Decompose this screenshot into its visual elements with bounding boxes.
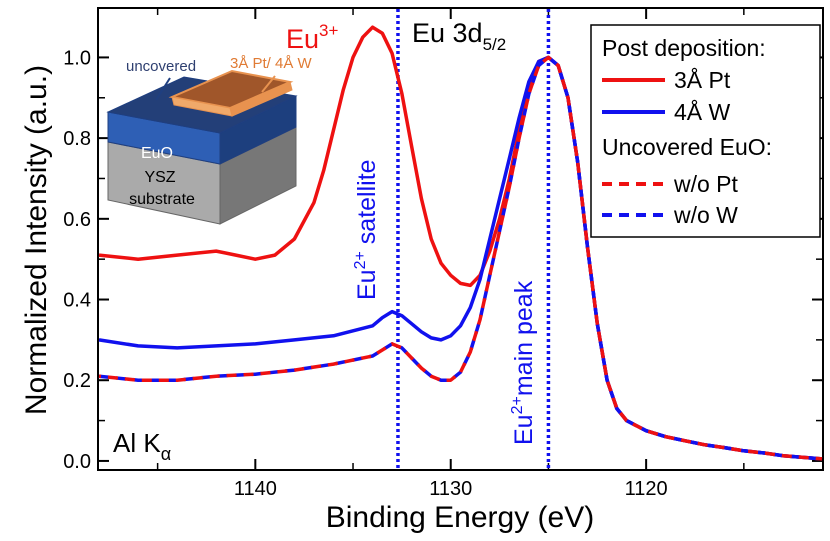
legend-label-4a-w: 4Å W	[674, 98, 731, 125]
legend-label-wo-pt: w/o Pt	[673, 171, 739, 197]
y-axis-label: Normalized Intensity (a.u.)	[20, 65, 53, 415]
y-tick-label: 1.0	[63, 47, 91, 69]
legend-header-post: Post deposition:	[602, 35, 766, 61]
plot-frame	[97, 7, 824, 471]
inset-euo-label: EuO	[141, 145, 173, 162]
legend-box	[590, 24, 821, 238]
inset-capping-label: 3Å Pt/ 4Å W	[230, 55, 313, 72]
x-tick-label: 1140	[234, 478, 277, 500]
inset-ysz-label: YSZ	[144, 169, 175, 186]
x-axis-label: Binding Energy (eV)	[326, 501, 594, 534]
series-wo-pt	[98, 55, 823, 461]
inset-substrate-label: substrate	[129, 191, 195, 208]
y-tick-label: 0.6	[63, 209, 91, 231]
eu3-label: Eu3+	[286, 21, 338, 54]
legend-label-wo-w: w/o W	[673, 202, 738, 228]
eu2-main-peak-label: Eu2+main peak	[509, 280, 538, 445]
axis-ticks: 1140 1130 1120 0.0 0.2 0.4 0.6 0.8 1.0	[63, 9, 822, 500]
legend-label-3a-pt: 3Å Pt	[674, 66, 731, 93]
sample-schematic-inset: uncovered 3Å Pt/ 4Å W EuO YSZ substrate	[106, 55, 313, 225]
legend-header-uncovered: Uncovered EuO:	[602, 134, 772, 160]
inset-uncovered-label: uncovered	[126, 58, 196, 75]
y-tick-label: 0.0	[63, 451, 91, 473]
x-tick-label: 1120	[625, 478, 668, 500]
capping-pointer	[261, 75, 276, 93]
al-k-alpha-label: Al Kα	[113, 428, 171, 464]
eu-3d-title: Eu 3d5/2	[412, 18, 506, 54]
y-tick-label: 0.4	[63, 290, 91, 312]
eu2-satellite-label: Eu2+ satellite	[352, 159, 381, 300]
uncovered-pointer	[155, 77, 171, 101]
series-group	[98, 25, 823, 461]
x-tick-label: 1130	[429, 478, 472, 500]
y-tick-label: 0.2	[63, 370, 91, 392]
capping-front	[171, 96, 233, 117]
series-wo-w	[98, 55, 823, 461]
legend: Post deposition: 3Å Pt 4Å W Uncovered Eu…	[590, 24, 821, 238]
y-tick-label: 0.8	[63, 128, 91, 150]
